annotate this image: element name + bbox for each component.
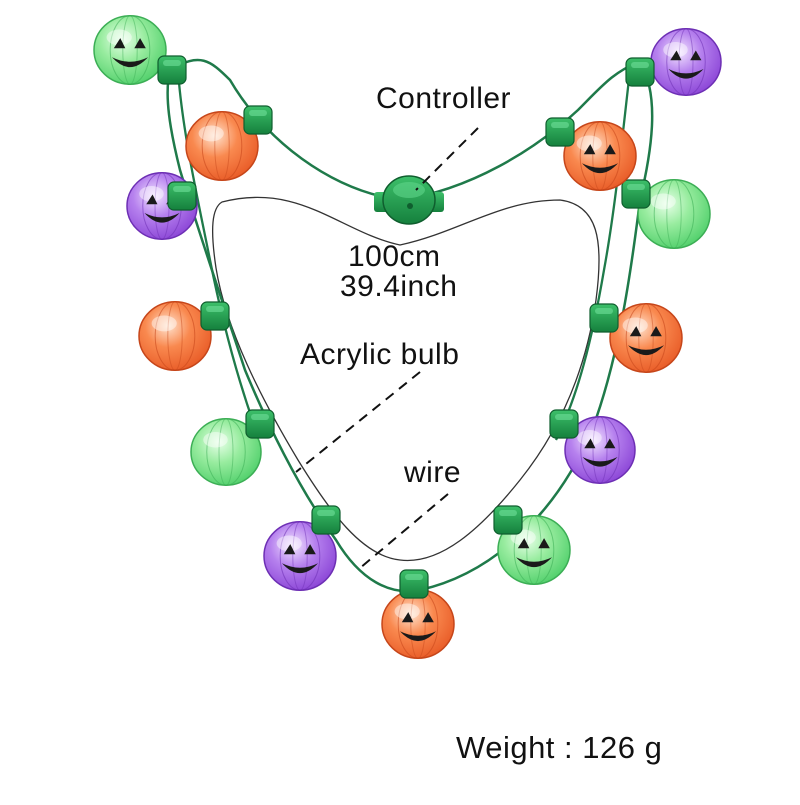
pumpkin-bulb-orange	[381, 569, 455, 659]
bulb-socket	[589, 303, 619, 333]
pumpkin-bulb-orange	[138, 301, 230, 371]
weight-label: Weight : 126 g	[456, 730, 663, 765]
pumpkin-bulb-green	[621, 179, 711, 249]
jack-o-lantern-face-icon	[582, 438, 618, 467]
length-cm-label: 100cm	[348, 240, 441, 273]
pumpkin-bulb-green	[493, 505, 571, 585]
bulb-socket	[621, 179, 651, 209]
pumpkin-bulb-purple	[625, 28, 722, 96]
pumpkin-bulb-green	[93, 15, 187, 85]
pumpkin-bulb-orange	[545, 117, 637, 191]
jack-o-lantern-face-icon	[582, 144, 618, 174]
pumpkin-bulb-orange	[589, 303, 683, 373]
acrylic-bulb-label: Acrylic bulb	[300, 338, 460, 371]
pumpkin-bulb-orange	[185, 105, 273, 181]
jack-o-lantern-face-icon	[668, 50, 704, 79]
bulb-socket	[549, 409, 579, 439]
pumpkin-bulb-purple	[549, 409, 636, 484]
jack-o-lantern-face-icon	[516, 538, 552, 568]
bulb-socket	[545, 117, 575, 147]
bulb-socket	[200, 301, 230, 331]
controller-label: Controller	[376, 82, 512, 115]
pumpkin-bulb-green	[190, 409, 275, 486]
bulb-socket	[245, 409, 275, 439]
bulb-socket	[311, 505, 341, 535]
pumpkin-bulb-purple	[263, 505, 341, 591]
wire-outline	[212, 196, 600, 562]
jack-o-lantern-face-icon	[112, 38, 148, 68]
pumpkin-bulb-purple	[126, 172, 198, 240]
leader-bulb	[295, 371, 421, 473]
bulb-socket	[243, 105, 273, 135]
wire-label: wire	[404, 456, 462, 489]
bulb-socket	[167, 181, 197, 211]
bulb-socket	[399, 569, 429, 599]
leader-controller	[415, 127, 479, 191]
bulb-socket	[157, 55, 187, 85]
length-inch-label: 39.4inch	[340, 270, 458, 303]
jack-o-lantern-face-icon	[400, 612, 436, 642]
leader-wire	[359, 493, 449, 569]
jack-o-lantern-face-icon	[628, 326, 664, 356]
bulb-socket	[493, 505, 523, 535]
bulb-socket	[625, 57, 655, 87]
controller-unit	[374, 175, 444, 225]
jack-o-lantern-face-icon	[282, 544, 318, 574]
wire-inner	[176, 69, 258, 431]
